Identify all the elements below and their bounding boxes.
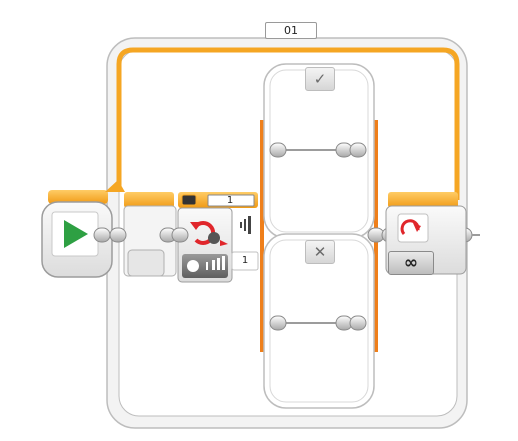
loop-begin-block[interactable]: [105, 180, 177, 277]
signal-output-icon: [240, 216, 251, 234]
compare-icon: [187, 260, 199, 272]
loop-count-infinite[interactable]: ∞: [388, 251, 434, 275]
case-true-tab[interactable]: ✓: [305, 67, 335, 91]
port-number[interactable]: 1: [226, 195, 234, 206]
play-triangle-icon: [64, 220, 88, 248]
loop-arrow-icon: [400, 219, 421, 235]
switch-condition-block[interactable]: [177, 192, 259, 283]
threshold-value[interactable]: 1: [241, 255, 249, 266]
threshold-bars-icon: [206, 256, 225, 270]
motor-rotation-icon: [190, 221, 228, 246]
loop-name-label[interactable]: 01: [265, 22, 317, 39]
case-false-tab[interactable]: ✕: [305, 240, 335, 264]
loop-back-wire: [116, 47, 460, 200]
